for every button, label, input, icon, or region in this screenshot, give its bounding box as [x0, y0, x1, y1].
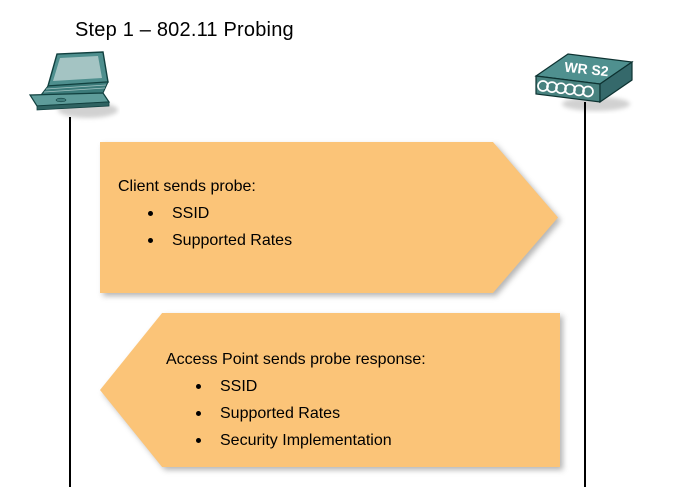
access-point-lifeline [584, 102, 586, 487]
probe-request-bullet: Supported Rates [148, 227, 292, 254]
probe-request-arrow: Client sends probe: SSID Supported Rates [100, 142, 558, 293]
router-label: WR S2 [564, 59, 610, 80]
probe-response-heading: Access Point sends probe response: [166, 351, 426, 368]
diagram-title: Step 1 – 802.11 Probing [75, 19, 294, 41]
probe-request-bullet: SSID [148, 200, 292, 227]
bullet-label: SSID [172, 205, 210, 222]
bullet-icon [148, 238, 153, 243]
bullet-icon [196, 411, 201, 416]
probe-response-bullet: Security Implementation [196, 427, 426, 454]
laptop-icon [28, 51, 118, 118]
probe-response-text: Access Point sends probe response: SSID … [166, 346, 426, 454]
probe-response-bullet: SSID [196, 373, 426, 400]
bullet-label: Supported Rates [172, 232, 293, 249]
bullet-label: Supported Rates [220, 405, 341, 422]
probe-request-arrow-shape: Client sends probe: SSID Supported Rates [100, 142, 558, 293]
probe-request-text: Client sends probe: SSID Supported Rates [118, 173, 292, 254]
client-lifeline [69, 117, 71, 487]
probe-response-arrow-shape: Access Point sends probe response: SSID … [100, 313, 560, 467]
bullet-icon [148, 211, 153, 216]
wireless-router-icon: WR S2 [534, 53, 634, 111]
bullet-icon [196, 384, 201, 389]
router-chain-glyph [537, 80, 594, 98]
probe-response-bullet: Supported Rates [196, 400, 426, 427]
probe-request-heading: Client sends probe: [118, 178, 256, 195]
probe-response-arrow: Access Point sends probe response: SSID … [100, 313, 560, 467]
bullet-label: SSID [220, 378, 258, 395]
bullet-icon [196, 438, 201, 443]
bullet-label: Security Implementation [220, 432, 392, 449]
